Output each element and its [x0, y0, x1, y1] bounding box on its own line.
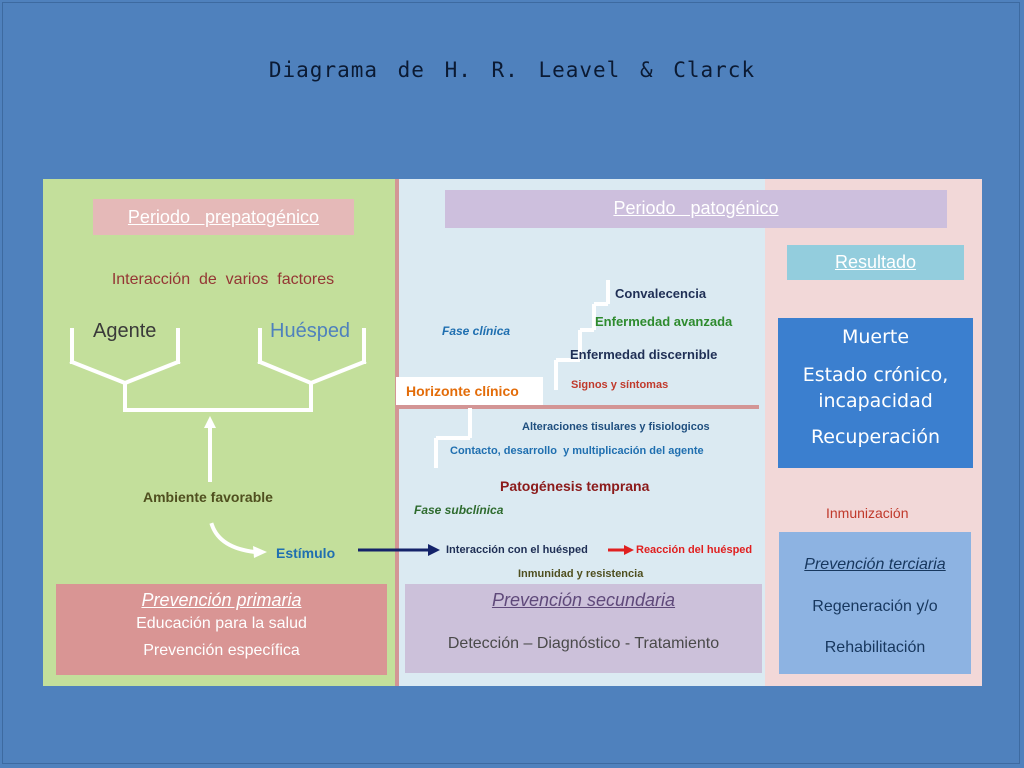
recovery-outcome: Recuperación	[810, 426, 941, 448]
primary-prevention-box: Prevención primaria Educación para la sa…	[56, 584, 387, 675]
chronic-outcome: Estado crónico, incapacidad	[802, 364, 949, 412]
discernible-disease-label: Enfermedad discernible	[570, 347, 718, 362]
tertiary-prevention-title: Prevención terciaria	[804, 556, 946, 573]
primary-prevention-line1: Educación para la salud	[136, 615, 307, 632]
clinical-horizon-label: Horizonte clínico	[396, 377, 543, 405]
host-reaction-arrow	[608, 545, 634, 555]
result-header: Resultado	[787, 245, 964, 280]
early-pathogenesis-label: Patogénesis temprana	[500, 478, 650, 494]
tertiary-prevention-box: Prevención terciaria Regeneración y/o Re…	[779, 532, 971, 674]
secondary-prevention-line1: Detección – Diagnóstico - Tratamiento	[447, 635, 720, 652]
tertiary-prevention-line2: Rehabilitación	[824, 639, 926, 656]
diagram-title: Diagrama de H. R. Leavel & Clarck	[268, 58, 756, 82]
death-outcome: Muerte	[841, 326, 910, 348]
host-label: Huésped	[270, 320, 351, 342]
stimulus-arrow	[358, 544, 440, 556]
prepatogenic-header: Periodo prepatogénico	[93, 199, 354, 235]
clinical-horizon-line	[399, 405, 759, 409]
outcomes-box: Muerte Estado crónico, incapacidad Recup…	[778, 318, 973, 468]
factors-interaction-text: Interacción de varios factores	[111, 271, 335, 288]
subclinical-phase-label: Fase subclínica	[414, 503, 504, 517]
agent-label: Agente	[93, 320, 157, 342]
immunity-label: Inmunidad y resistencia	[518, 568, 644, 580]
primary-prevention-line2: Prevención específica	[143, 642, 300, 659]
period-divider	[395, 179, 399, 686]
host-reaction-label: Reacción del huésped	[636, 544, 753, 556]
disease-stairs	[434, 280, 610, 468]
secondary-prevention-box: Prevención secundaria Detección – Diagnó…	[405, 584, 762, 673]
secondary-prevention-title: Prevención secundaria	[491, 590, 676, 610]
host-interaction-label: Interacción con el huésped	[446, 544, 588, 556]
immunization-label: Inmunización	[826, 505, 909, 521]
clinical-phase-label: Fase clínica	[442, 324, 511, 338]
primary-prevention-title: Prevención primaria	[141, 590, 302, 610]
signs-symptoms-label: Signos y síntomas	[571, 379, 669, 391]
agent-contact-label: Contacto, desarrollo y multiplicación de…	[450, 445, 704, 457]
tertiary-prevention-line1: Regeneración y/o	[812, 598, 938, 615]
convalescence-label: Convalecencia	[615, 286, 707, 301]
advanced-disease-label: Enfermedad avanzada	[595, 314, 733, 329]
stimulus-label: Estímulo	[276, 545, 336, 561]
tissue-alterations-label: Alteraciones tisulares y fisiologicos	[522, 421, 710, 433]
favorable-environment-label: Ambiente favorable	[143, 489, 273, 505]
pathogenic-header: Periodo patogénico	[445, 190, 947, 228]
factors-tree-diagram	[69, 328, 367, 558]
